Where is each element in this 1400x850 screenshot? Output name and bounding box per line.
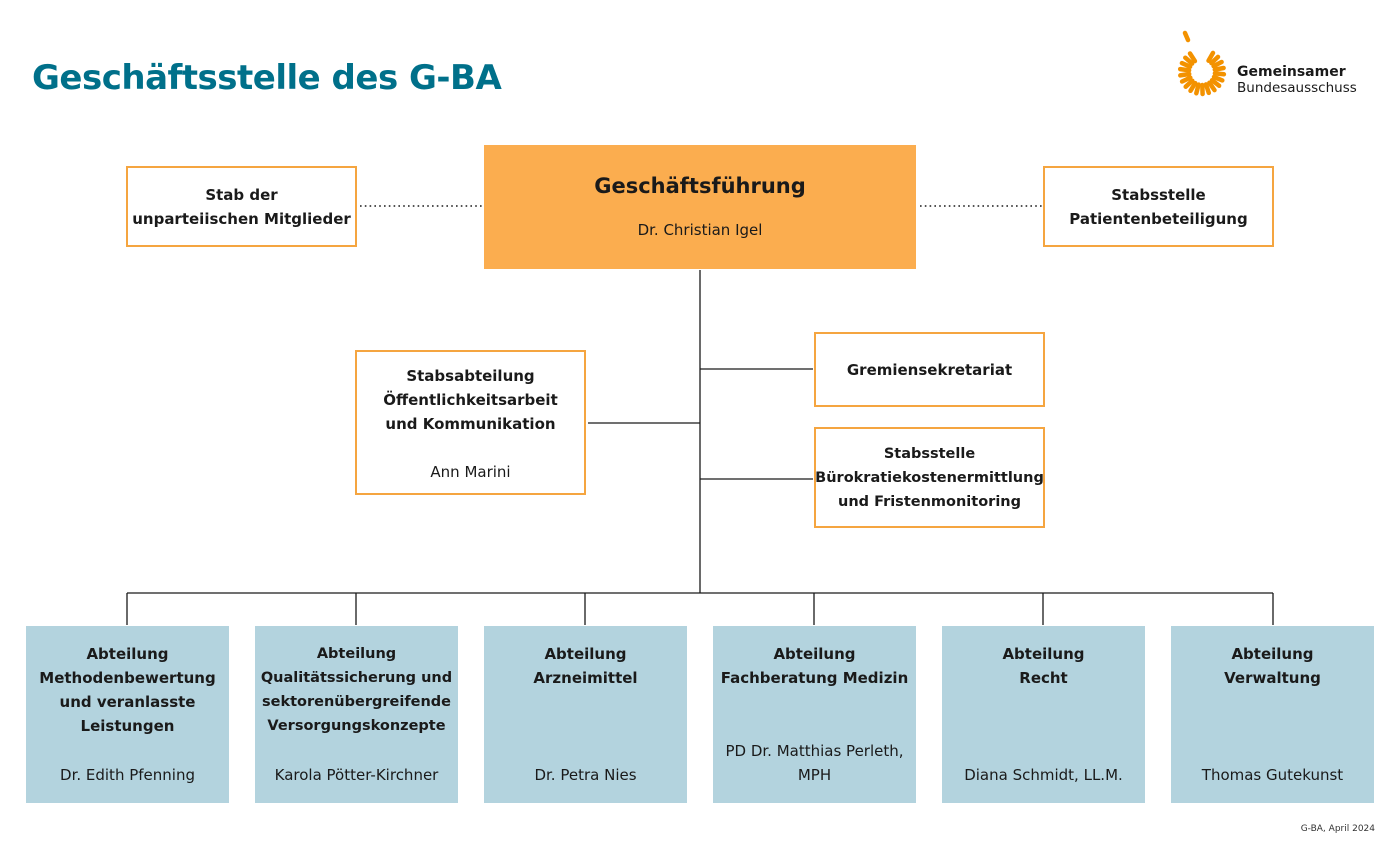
buerokratie-line-2: Bürokratiekostenermittlung [815, 469, 1044, 486]
logo-ray [1177, 66, 1192, 73]
logo-wordmark: Gemeinsamer Bundesausschuss [1237, 64, 1357, 96]
footer-credit: G-BA, April 2024 [1300, 824, 1375, 834]
dept-line: Abteilung [1002, 645, 1085, 663]
dept-head-name: Thomas Gutekunst [1201, 766, 1344, 784]
dept-verwaltung: Abteilung Verwaltung Thomas Gutekunst [1171, 626, 1374, 803]
logo-ray [1207, 80, 1217, 93]
dept-head-name: Karola Pötter-Kirchner [274, 766, 439, 784]
oeffentlichkeit-line-1: Stabsabteilung [406, 367, 535, 385]
dept-head-name: Diana Schmidt, LL.M. [964, 766, 1123, 784]
oeffentlichkeit-line-2: Öffentlichkeitsarbeit [383, 391, 558, 409]
logo-ray [1188, 80, 1198, 94]
stab-unparteiische-line-1: Stab der [205, 185, 278, 204]
logo-ray [1194, 82, 1201, 96]
logo-ray [1203, 82, 1212, 96]
dept-line: Recht [1019, 669, 1068, 687]
stabsstelle-patienten-line-1: Stabsstelle [1111, 185, 1206, 204]
oeffentlichkeit-line-3: und Kommunikation [385, 415, 556, 433]
geschaeftsfuehrung-name: Dr. Christian Igel [637, 221, 763, 239]
dept-head-name: Dr. Edith Pfenning [60, 766, 195, 784]
stab-unparteiische-box: Stab der unparteiischen Mitglieder [126, 166, 357, 247]
logo-ray [1179, 75, 1193, 84]
dept-line: Abteilung [316, 646, 397, 662]
dept-methodenbewertung: Abteilung Methodenbewertung und veranlas… [26, 626, 229, 803]
dept-head-name-suffix: MPH [797, 766, 832, 784]
logo-ray [1182, 30, 1191, 43]
dept-line: sektorenübergreifende [261, 694, 451, 710]
buerokratie-line-3: und Fristenmonitoring [838, 493, 1021, 510]
gremiensekretariat-box: Gremiensekretariat [814, 332, 1045, 407]
gremiensekretariat-label: Gremiensekretariat [846, 360, 1013, 379]
page-title: Geschäftsstelle des G-BA [32, 58, 502, 98]
logo-ray [1211, 59, 1224, 69]
logo-ray [1209, 54, 1221, 66]
dept-recht: Abteilung Recht Diana Schmidt, LL.M. [942, 626, 1145, 803]
dept-line: Abteilung [1231, 645, 1314, 663]
dept-line: Versorgungskonzepte [267, 718, 446, 734]
stabsstelle-patienten-line-2: Patientenbeteiligung [1069, 209, 1248, 228]
dept-arzneimittel: Abteilung Arzneimittel Dr. Petra Nies [484, 626, 687, 803]
geschaeftsfuehrung-title: Geschäftsführung [594, 174, 806, 198]
dept-line: Fachberatung Medizin [720, 669, 909, 687]
sun-icon [1177, 30, 1227, 97]
stabsabteilung-oeffentlichkeit-box: Stabsabteilung Öffentlichkeitsarbeit und… [355, 350, 586, 495]
logo-ray [1212, 65, 1226, 72]
dept-line: Abteilung [544, 645, 627, 663]
logo-line-2: Bundesausschuss [1237, 80, 1357, 96]
logo-ray [1212, 71, 1227, 77]
stab-unparteiische-line-2: unparteiischen Mitglieder [132, 209, 351, 228]
logo-ray [1183, 55, 1195, 66]
logo-ray [1178, 71, 1192, 78]
dept-line: Leistungen [80, 717, 175, 735]
dept-line: Arzneimittel [533, 669, 638, 687]
dept-line: Qualitätssicherung und [260, 670, 453, 686]
buerokratie-line-1: Stabsstelle [883, 445, 976, 462]
logo-ray [1206, 50, 1216, 63]
logo-ray [1209, 77, 1222, 89]
dept-line: Methodenbewertung [39, 669, 216, 687]
logo-ray [1211, 74, 1225, 83]
logo-ray [1179, 60, 1193, 69]
dept-qualitaetssicherung: Abteilung Qualitätssicherung und sektore… [255, 626, 458, 803]
gba-logo: Gemeinsamer Bundesausschuss [1170, 28, 1375, 100]
oeffentlichkeit-name: Ann Marini [430, 463, 511, 481]
dept-head-name: Dr. Petra Nies [534, 766, 637, 784]
logo-ray [1187, 51, 1198, 64]
dept-fachberatung-medizin: Abteilung Fachberatung Medizin PD Dr. Ma… [713, 626, 916, 803]
dept-line: Abteilung [773, 645, 856, 663]
dept-head-name: PD Dr. Matthias Perleth, [725, 742, 904, 760]
dept-line: Verwaltung [1224, 669, 1321, 687]
logo-line-1: Gemeinsamer [1237, 64, 1346, 80]
stabsstelle-patienten-box: Stabsstelle Patientenbeteiligung [1043, 166, 1274, 247]
dept-line: Abteilung [86, 645, 169, 663]
geschaeftsfuehrung-box: Geschäftsführung Dr. Christian Igel [484, 145, 916, 269]
dept-line: und veranlasste [59, 693, 196, 711]
stabsstelle-buerokratie-box: Stabsstelle Bürokratiekostenermittlung u… [814, 427, 1045, 528]
logo-ray [1183, 78, 1195, 89]
